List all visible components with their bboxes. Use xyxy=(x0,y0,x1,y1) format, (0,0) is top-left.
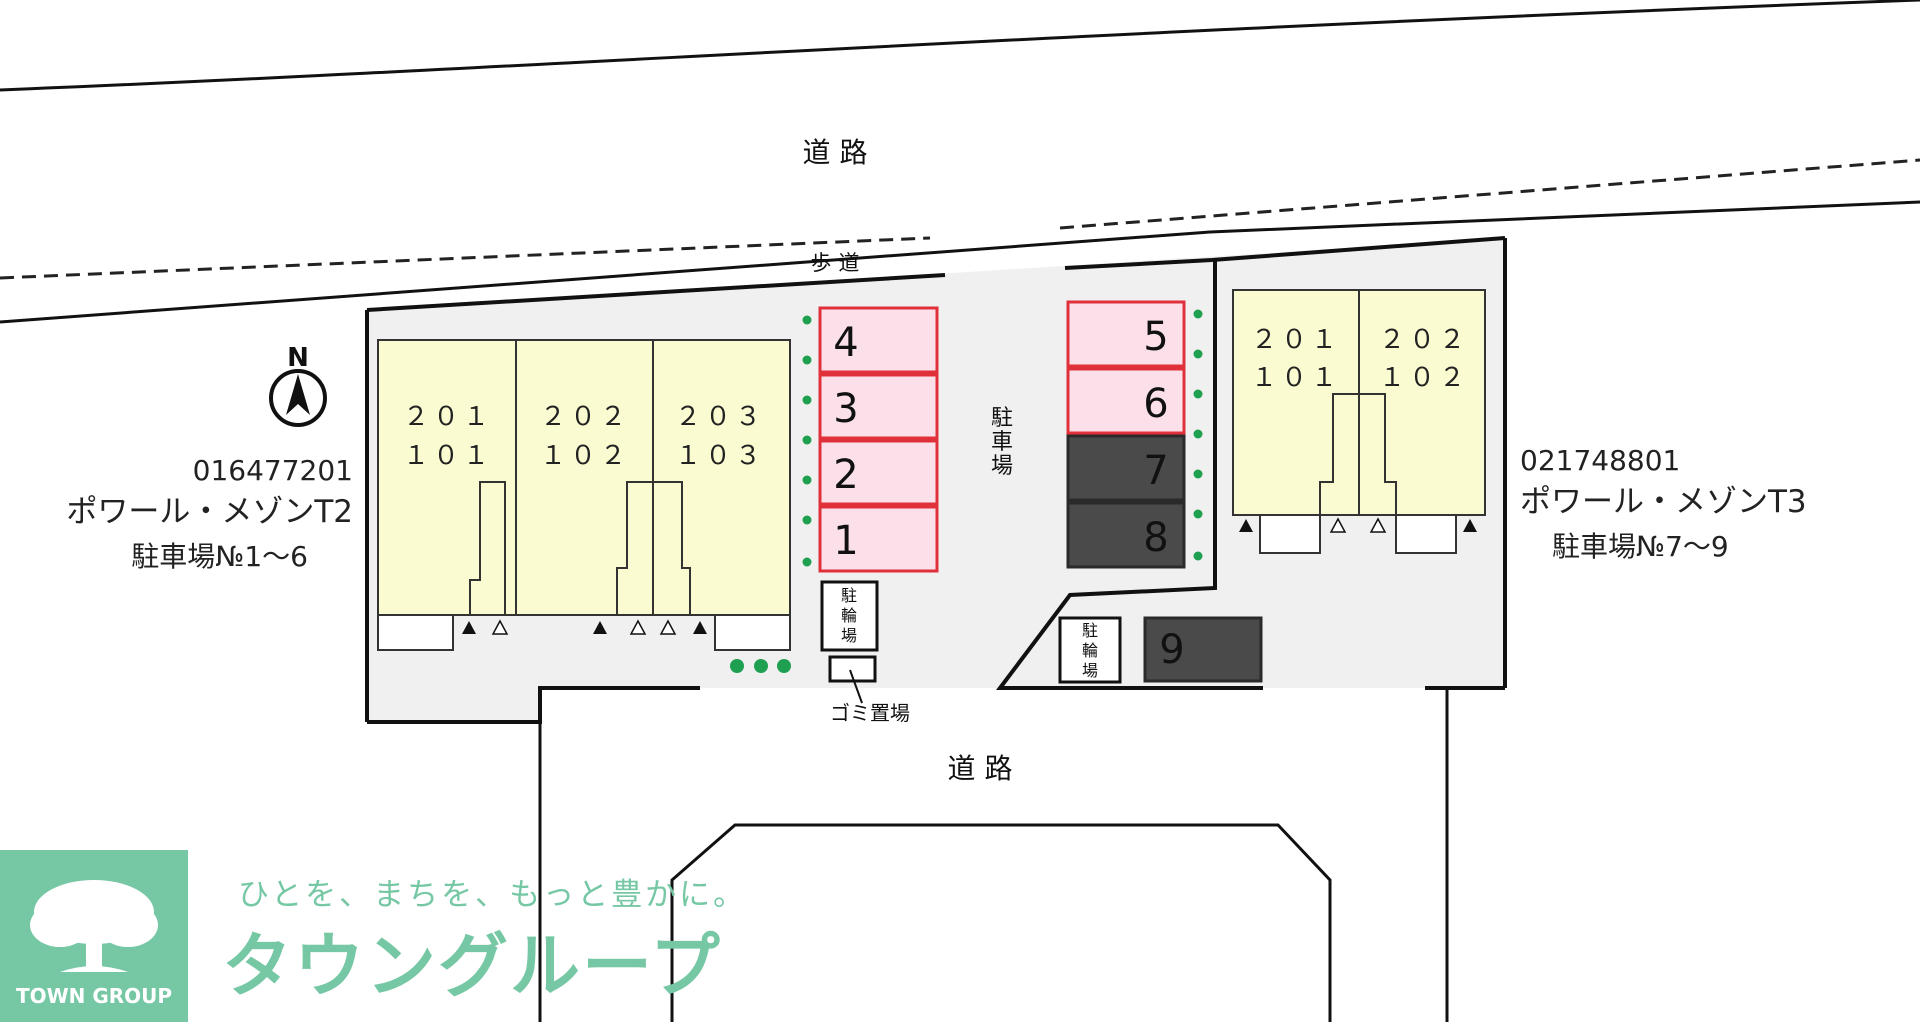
entrance-marker-filled xyxy=(462,621,476,634)
parking-space-7: 7 xyxy=(1066,434,1186,502)
building-right: ２０１ １０１ ２０２ １０２ xyxy=(1232,289,1486,554)
unit-label: ２０１ xyxy=(1251,325,1341,355)
unit-label: ２０３ xyxy=(675,402,765,432)
building-right-name: ポワール・メゾンT3 xyxy=(1520,484,1807,520)
unit-label: １０１ xyxy=(403,441,493,471)
road-centerline-right xyxy=(1059,158,1920,230)
parking-space-number: 2 xyxy=(833,452,858,498)
bike-parking-label: 輪 xyxy=(841,606,857,625)
road-top-label: 道 路 xyxy=(803,136,868,169)
building-right-code: 021748801 xyxy=(1520,444,1680,477)
entrance-marker-open xyxy=(1329,517,1347,533)
garbage-area: ゴミ置場 xyxy=(828,655,910,725)
compass-icon: N xyxy=(269,343,327,427)
parking-space-number: 8 xyxy=(1143,515,1168,561)
compass-label: N xyxy=(287,343,309,373)
unit-label: ２０１ xyxy=(403,402,493,432)
unit-label: １０３ xyxy=(675,441,765,471)
unit-label: １０２ xyxy=(1379,363,1469,393)
unit-label: １０２ xyxy=(540,441,630,471)
tree-icon xyxy=(30,880,158,972)
hedge-dots-right xyxy=(1193,309,1203,561)
entrance-marker-open xyxy=(659,619,677,635)
parking-space-number: 4 xyxy=(833,320,858,366)
parking-space-4: 4 xyxy=(818,306,939,374)
parking-space-number: 9 xyxy=(1159,627,1184,673)
parking-space-number: 1 xyxy=(833,518,858,564)
building-right-parking: 駐車場№7～9 xyxy=(1552,530,1729,563)
unit-label: ２０２ xyxy=(540,402,630,432)
building-left-code: 016477201 xyxy=(193,454,353,487)
svg-text:場: 場 xyxy=(1082,661,1098,680)
bike-parking-right: 駐 輪 場 xyxy=(1058,616,1122,684)
entrance-marker-filled xyxy=(1463,519,1477,532)
road-upper-edge xyxy=(0,0,1920,92)
entrance-marker-filled xyxy=(693,621,707,634)
road-bottom-label: 道 路 xyxy=(948,752,1013,785)
parking-space-3: 3 xyxy=(818,373,939,440)
svg-text:駐: 駐 xyxy=(1082,621,1098,640)
unit-label: １０１ xyxy=(1251,363,1341,393)
svg-text:車: 車 xyxy=(991,430,1013,455)
svg-text:場: 場 xyxy=(991,454,1013,479)
entrance-marker-filled xyxy=(1239,519,1253,532)
entrance-marker-open xyxy=(629,619,647,635)
parking-space-number: 7 xyxy=(1143,448,1168,494)
lot-divider-wall xyxy=(995,260,1263,690)
parking-space-number: 6 xyxy=(1143,381,1168,427)
bike-parking-label: 駐 xyxy=(841,586,857,605)
parking-space-number: 5 xyxy=(1143,314,1168,360)
hedge-dots-left xyxy=(802,315,812,567)
lot-bottom-boundary-left xyxy=(367,686,700,724)
road-median xyxy=(670,823,1332,1022)
brand-slogan: ひとを、まちを、もっと豊かに。 xyxy=(238,877,747,913)
sidewalk-label: 歩 道 xyxy=(811,251,860,275)
parking-space-5: 5 xyxy=(1066,300,1186,368)
parking-space-6: 6 xyxy=(1066,367,1186,435)
road-lower-edge xyxy=(0,200,1920,324)
entrance-marker-filled xyxy=(593,621,607,634)
parking-space-1: 1 xyxy=(818,505,939,573)
parking-space-9: 9 xyxy=(1143,616,1263,683)
svg-text:駐: 駐 xyxy=(991,406,1013,431)
building-left-parking: 駐車場№1～6 xyxy=(131,540,308,573)
svg-text:輪: 輪 xyxy=(1082,641,1098,660)
brand-name: タウングループ xyxy=(222,925,722,1007)
brand-logo: TOWN GROUP xyxy=(0,850,188,1022)
lot-outer-right xyxy=(1211,236,1506,262)
parking-space-8: 8 xyxy=(1066,501,1186,569)
bike-parking-label: 場 xyxy=(841,626,857,645)
parking-lot-label: 駐 車 場 xyxy=(991,406,1013,479)
bike-parking-left: 駐 輪 場 xyxy=(820,580,879,652)
road-centerline-left xyxy=(0,236,931,280)
hedge-dots-bottom xyxy=(730,659,791,673)
lot-top-boundary xyxy=(366,273,946,312)
lot-top-boundary-right xyxy=(1064,258,1213,270)
entrance-marker-open xyxy=(1369,517,1387,533)
building-left: ２０１ １０１ ２０２ １０２ ２０３ １０３ xyxy=(377,339,791,651)
building-left-name: ポワール・メゾンT2 xyxy=(66,494,353,530)
parking-space-2: 2 xyxy=(818,439,939,506)
parking-space-number: 3 xyxy=(833,386,858,432)
garbage-label: ゴミ置場 xyxy=(830,701,910,725)
unit-label: ２０２ xyxy=(1379,325,1469,355)
brand-logo-text: TOWN GROUP xyxy=(16,984,172,1008)
entrance-marker-open xyxy=(491,619,509,635)
